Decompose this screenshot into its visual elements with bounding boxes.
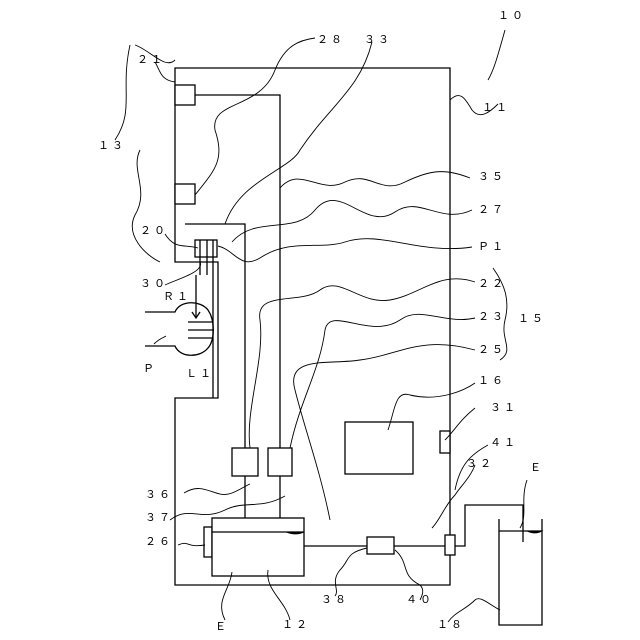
signal-line-upper xyxy=(195,95,280,448)
module-23-box xyxy=(268,448,292,476)
container-meniscus xyxy=(527,531,542,533)
label-tube-41: ４１ xyxy=(490,436,518,449)
label-port-20: ２０ xyxy=(140,224,168,237)
port-block xyxy=(195,240,217,257)
label-controller-16: １６ xyxy=(478,374,506,387)
label-panel: １３ xyxy=(98,139,126,152)
label-connector-28: ２８ xyxy=(317,33,345,46)
label-module-23: ２３ xyxy=(478,310,506,323)
label-unit-group-15: １５ xyxy=(518,312,546,325)
label-pressure-p1: Ｐ１ xyxy=(478,240,506,253)
label-liquid-e-right: Ｅ xyxy=(530,461,544,474)
module-22-box xyxy=(232,448,258,476)
label-sensor-31: ３１ xyxy=(490,401,518,414)
label-detector: ２１ xyxy=(137,53,165,66)
label-pipe-40: ４０ xyxy=(406,593,434,606)
reference-labels: １０ １１ １３ ２１ ２８ ３３ ３５ ２７ ２０ Ｐ１ ３０ Ｒ１ ２２ １… xyxy=(98,9,546,633)
tank-side-plate xyxy=(204,527,212,557)
label-module-22: ２２ xyxy=(478,277,506,290)
label-lens-30: ３０ xyxy=(140,277,168,290)
label-cable-35: ３５ xyxy=(478,170,506,183)
label-point-p: Ｐ xyxy=(143,362,157,375)
label-cable-27: ２７ xyxy=(478,203,506,216)
joint-box xyxy=(445,535,455,555)
label-pipe-38: ３８ xyxy=(321,593,349,606)
label-line-37: ３７ xyxy=(145,511,173,524)
sensor-box xyxy=(440,431,450,453)
label-container-18: １８ xyxy=(437,618,465,631)
label-reflector-r1: Ｒ１ xyxy=(163,290,191,303)
label-light-l1: Ｌ１ xyxy=(186,367,214,380)
label-tank-12: １２ xyxy=(282,618,310,631)
label-line-36: ３６ xyxy=(145,488,173,501)
container-walls xyxy=(499,519,542,625)
label-tank-side-26: ２６ xyxy=(145,535,173,548)
label-device: １０ xyxy=(498,9,526,22)
label-liquid-e-bottom: Ｅ xyxy=(215,620,229,633)
label-cable-33: ３３ xyxy=(364,33,392,46)
housing-outline xyxy=(175,68,450,585)
detector-box xyxy=(175,85,195,105)
tank-body xyxy=(212,518,304,576)
light-housing xyxy=(145,303,213,356)
light-filament xyxy=(188,322,214,338)
label-module-25: ２５ xyxy=(478,343,506,356)
label-housing: １１ xyxy=(482,101,510,114)
connector-box xyxy=(175,184,195,204)
tube-41 xyxy=(455,505,523,546)
label-joint-32: ３２ xyxy=(466,457,494,470)
controller-box xyxy=(345,422,413,474)
valve-box xyxy=(367,537,394,554)
